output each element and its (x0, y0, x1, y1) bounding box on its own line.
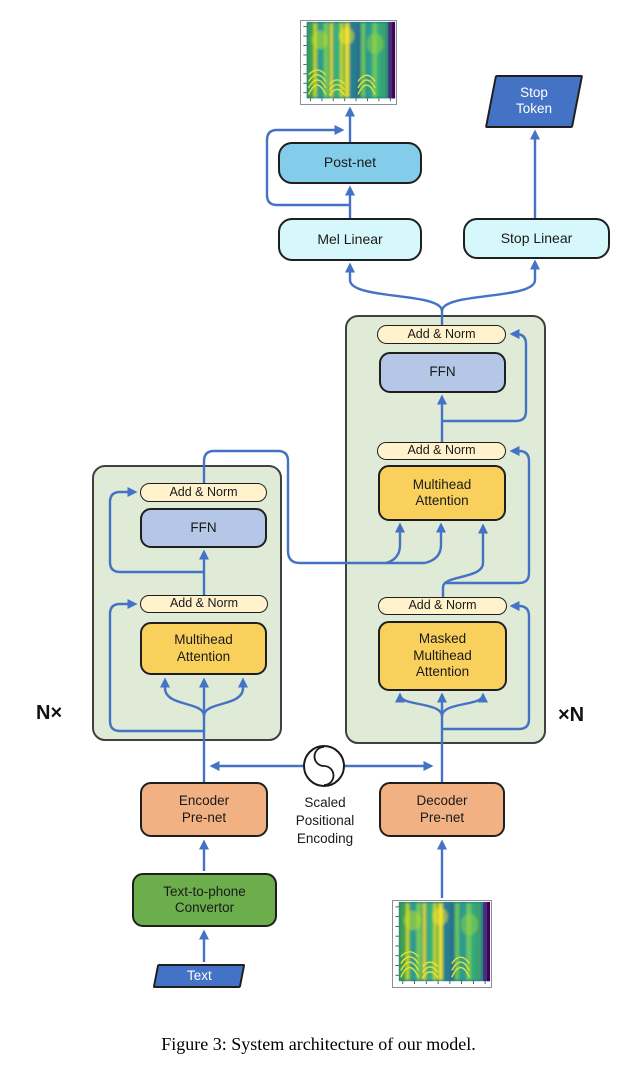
text-to-phone-convertor-block: Text-to-phone Convertor (132, 873, 277, 927)
output-head-arrows (265, 106, 541, 218)
stop-token-output: Stop Token (484, 75, 584, 128)
input-mel-spectrogram-image (392, 900, 492, 988)
ffn-label: FFN (190, 519, 217, 535)
decoder-pre-net-label: Decoder Pre-net (416, 793, 468, 825)
encoder-add-norm-2: Add & Norm (140, 483, 267, 502)
add-norm-label: Add & Norm (169, 484, 238, 499)
decoder-ffn-block: FFN (379, 352, 506, 393)
stop-linear-block: Stop Linear (463, 218, 610, 259)
multihead-attention-label: Multihead Attention (174, 632, 233, 664)
encoder-pre-net-label: Encoder Pre-net (178, 793, 230, 825)
masked-multihead-attention-block: Masked Multihead Attention (378, 621, 507, 691)
add-norm-label: Add & Norm (407, 443, 476, 458)
add-norm-label: Add & Norm (407, 326, 476, 341)
post-net-label: Post-net (323, 154, 377, 171)
output-mel-spectrogram-image (300, 20, 397, 105)
ffn-label: FFN (429, 364, 456, 380)
stop-token-label: Stop Token (515, 85, 553, 117)
decoder-pre-net-block: Decoder Pre-net (379, 782, 505, 837)
decoder-repeat-label: ×N (558, 704, 585, 726)
encoder-pre-net-block: Encoder Pre-net (140, 782, 268, 837)
stop-linear-label: Stop Linear (500, 229, 573, 246)
mel-linear-label: Mel Linear (317, 230, 383, 247)
figure-caption: Figure 3: System architecture of our mod… (161, 1034, 476, 1054)
masked-multihead-attention-label: Masked Multihead Attention (413, 631, 472, 680)
decoder-multihead-attention-block: Multihead Attention (378, 465, 506, 521)
scaled-positional-encoding-text: Scaled Positional Encoding (295, 795, 355, 847)
sine-wave-circle-icon (303, 745, 345, 787)
scaled-positional-encoding-label: Scaled Positional Encoding (282, 794, 368, 849)
encoder-ffn-block: FFN (140, 508, 267, 548)
add-norm-label: Add & Norm (169, 596, 239, 611)
post-net-block: Post-net (278, 142, 422, 184)
encoder-multihead-attention-block: Multihead Attention (140, 622, 267, 675)
encoder-add-norm-1: Add & Norm (140, 595, 268, 613)
decoder-flow-arrows (344, 259, 541, 898)
text-to-phone-convertor-label: Text-to-phone Convertor (163, 883, 246, 915)
text-input: Text (152, 964, 246, 988)
text-input-label: Text (186, 967, 212, 983)
add-norm-label: Add & Norm (408, 598, 477, 613)
multihead-attention-label: Multihead Attention (412, 476, 472, 508)
decoder-add-norm-2: Add & Norm (377, 442, 506, 460)
mel-linear-block: Mel Linear (278, 218, 422, 261)
encoder-repeat-label: N× (36, 702, 63, 724)
decoder-add-norm-1: Add & Norm (378, 597, 507, 615)
encoder-flow-arrows (108, 449, 447, 962)
decoder-add-norm-3: Add & Norm (377, 325, 506, 344)
